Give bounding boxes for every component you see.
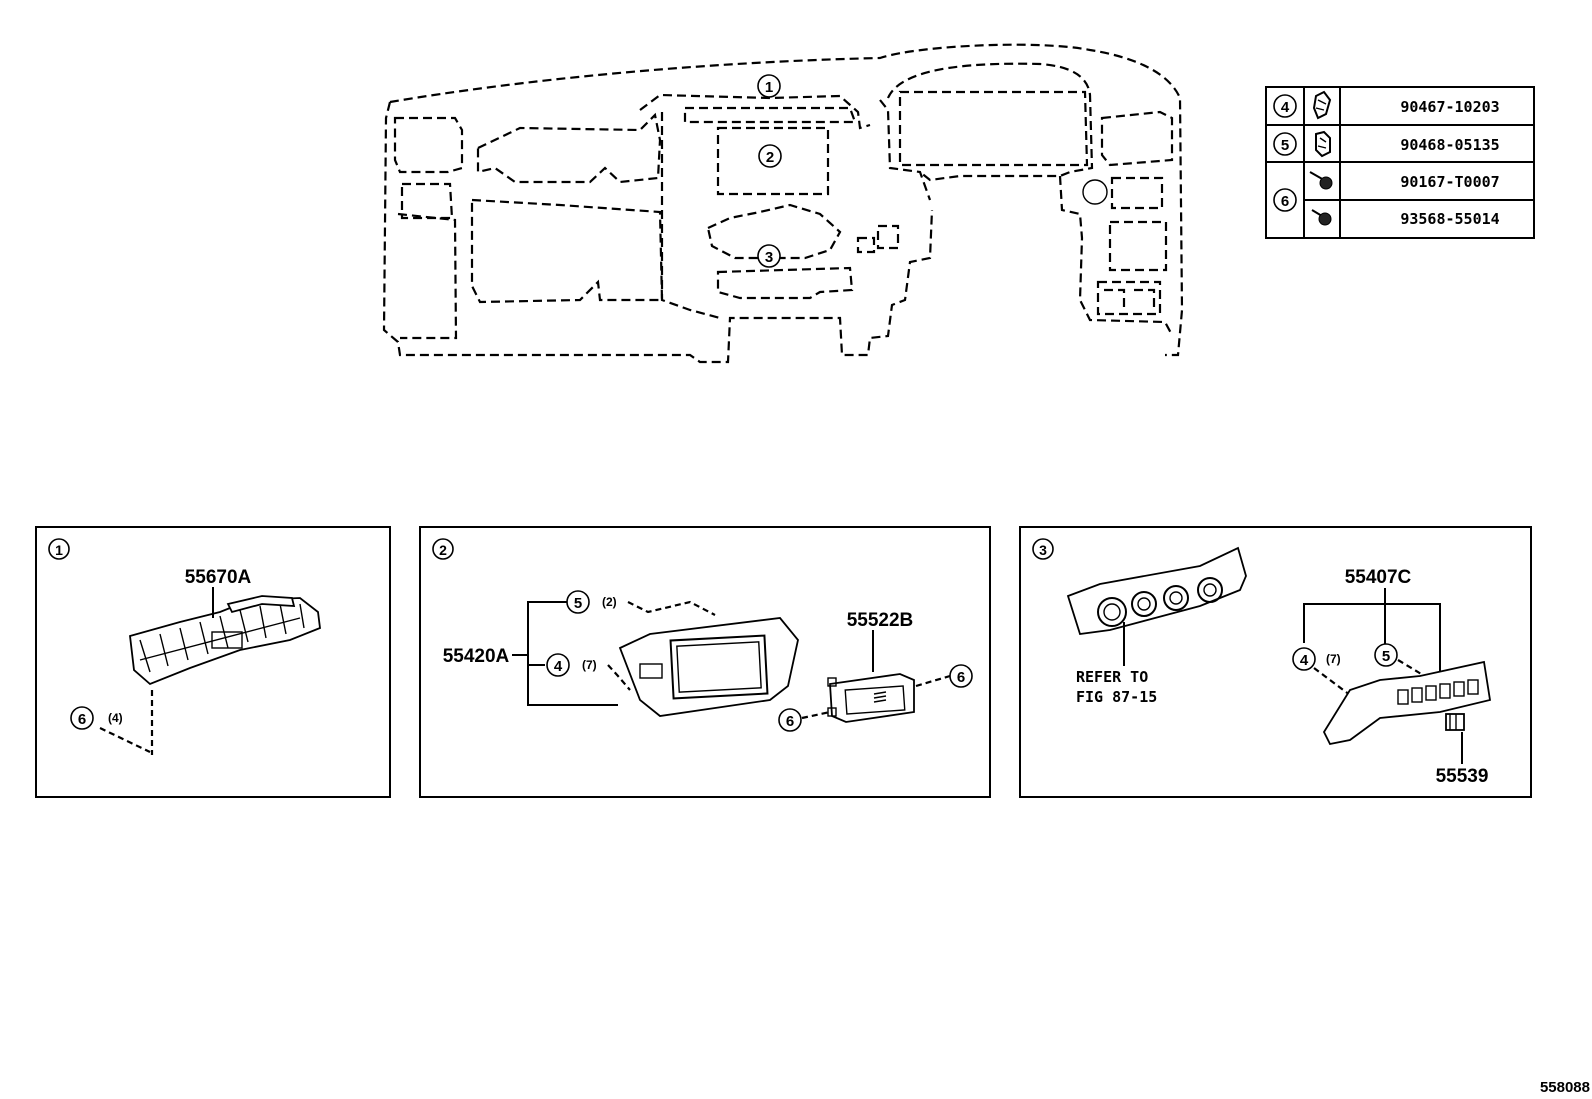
panel-2-ref-6b: 6: [786, 713, 794, 730]
panel-2-qty-4: (7): [582, 658, 597, 672]
detail-panel-3: 3 REFER TO FIG 87-15 55407C 4 (7) 5: [1019, 526, 1532, 798]
hvac-control-panel: [1066, 546, 1247, 635]
fastener-legend-table: 4 90467-10203 5 90468-05135 6: [1265, 86, 1535, 239]
overview-callout-3-label: 3: [765, 249, 773, 266]
legend-row-1: 4 90467-10203: [1273, 90, 1500, 120]
legend-row-2: 5 90468-05135: [1273, 130, 1500, 158]
tapping-screw-icon: [1311, 209, 1332, 226]
overview-callout-1: 1: [757, 74, 781, 98]
detail-panel-2: 2 55420A 5 (2) 4 (7) 55522B: [419, 526, 991, 798]
panel-3-ref-5: 5: [1382, 648, 1390, 665]
retainer-clip-icon: [1315, 130, 1331, 158]
legend-row-3-ref: 6: [1281, 193, 1289, 210]
legend-row-3-part: 90167-T0007: [1400, 173, 1499, 191]
panel-1-qty-6: (4): [108, 711, 123, 725]
lower-switch-trim: [1322, 660, 1492, 746]
center-display-bezel: [618, 617, 799, 717]
panel-2-id: 2: [439, 542, 447, 558]
detail-panel-1: 1 55670A 6 (4): [35, 526, 391, 798]
legend-row-1-part: 90467-10203: [1400, 98, 1499, 116]
overview-callout-2: 2: [758, 144, 782, 168]
panel-3-ref-4: 4: [1300, 652, 1309, 669]
panel-2-ref-5: 5: [574, 595, 582, 612]
overview-callout-3: 3: [757, 244, 781, 268]
clip-icon: [1312, 90, 1332, 120]
panel-2-qty-5: (2): [602, 595, 617, 609]
legend-row-3: 6 90167-T0007: [1273, 171, 1500, 212]
screw-icon: [1309, 171, 1333, 190]
legend-row-1-ref: 4: [1281, 99, 1290, 116]
panel-3-id: 3: [1039, 542, 1047, 558]
overview-callout-1-label: 1: [765, 79, 773, 96]
panel-1-id: 1: [55, 542, 63, 558]
panel-1-ref-6: 6: [78, 711, 86, 728]
part-55539: 55539: [1436, 766, 1489, 787]
legend-row-4: 93568-55014: [1311, 209, 1500, 228]
panel-2-ref-4: 4: [554, 658, 563, 675]
panel-2-ref-6a: 6: [957, 669, 965, 686]
part-55670A: 55670A: [185, 567, 252, 588]
switch-55539: [1445, 713, 1465, 731]
side-vent-assembly: [129, 595, 321, 686]
illustration-code: 558088: [1540, 1079, 1590, 1096]
refer-to-line-2: FIG 87-15: [1076, 688, 1157, 706]
legend-row-2-ref: 5: [1281, 137, 1289, 154]
part-55522B: 55522B: [847, 610, 914, 631]
switch-panel-assembly: [827, 673, 915, 723]
overview-callout-2-label: 2: [766, 149, 774, 166]
instrument-panel-overview: [382, 43, 1184, 364]
part-55420A: 55420A: [443, 646, 510, 667]
legend-row-2-part: 90468-05135: [1400, 136, 1499, 154]
legend-row-4-part: 93568-55014: [1400, 210, 1499, 228]
panel-3-qty-4: (7): [1326, 652, 1341, 666]
refer-to-line-1: REFER TO: [1076, 668, 1148, 686]
part-55407C: 55407C: [1345, 567, 1412, 588]
